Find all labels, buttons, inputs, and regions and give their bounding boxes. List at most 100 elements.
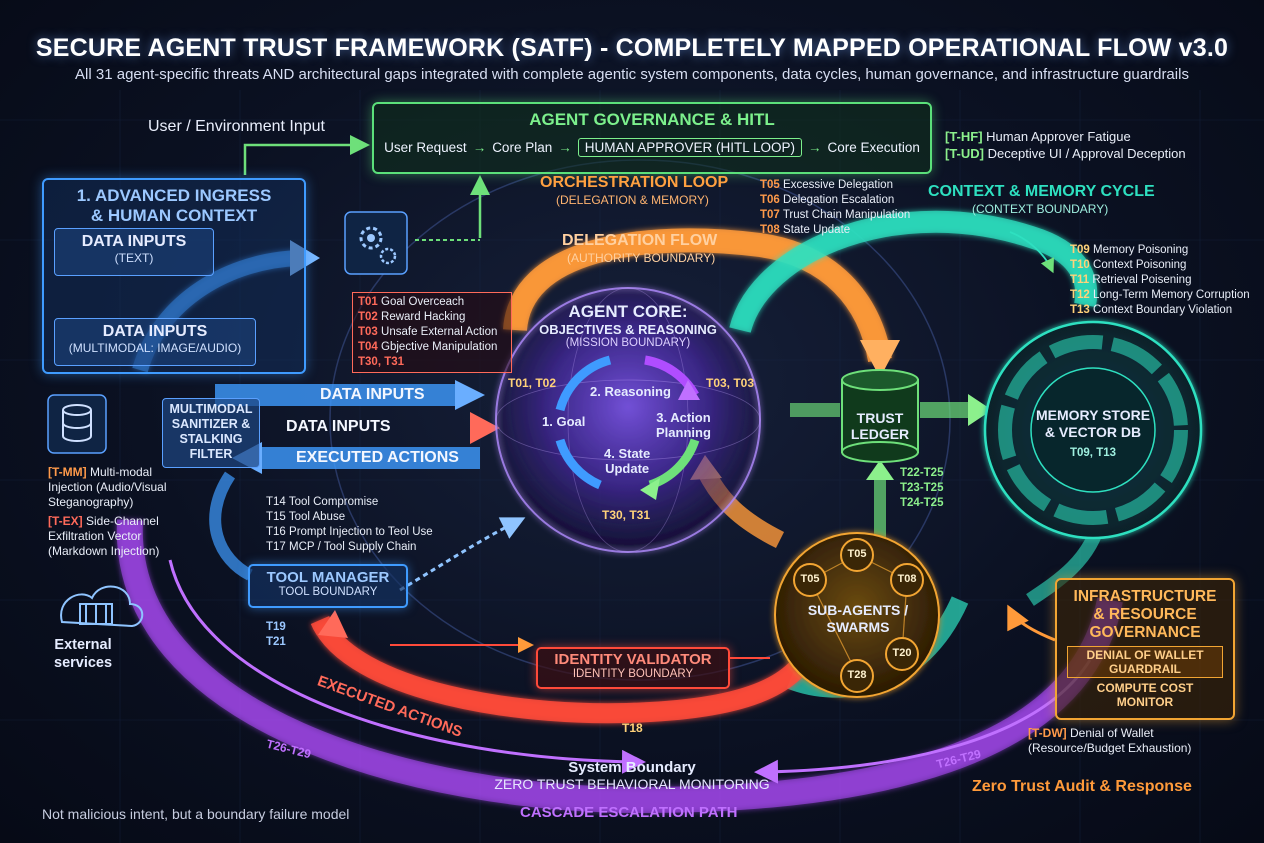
tool-tag: T19 — [266, 621, 286, 633]
agent-core-tag-bottom: T30, T31 — [602, 508, 651, 522]
tool-manager-box: TOOL MANAGER TOOL BOUNDARY — [248, 564, 408, 608]
ingress-title-1: 1. ADVANCED INGRESS — [76, 186, 272, 205]
threat-text: Unsafe External Action — [381, 326, 498, 338]
gear-box — [344, 211, 408, 275]
core-step-action-line: Planning — [656, 425, 711, 440]
governance-box: AGENT GOVERNANCE & HITL User Request → C… — [372, 102, 932, 174]
governance-step-core-plan: Core Plan — [492, 140, 553, 155]
system-boundary-sub: ZERO TRUST BEHAVIORAL MONITORING — [494, 776, 770, 792]
threat-text: (Resource/Budget Exhaustion) — [1028, 741, 1192, 755]
memory-store-ring — [983, 320, 1203, 540]
trust-ledger-line: TRUST — [856, 410, 904, 426]
flow-data-inputs-red: DATA INPUTS — [286, 418, 391, 435]
governance-title: AGENT GOVERNANCE & HITL — [529, 110, 775, 129]
agent-core-title-1: AGENT CORE: — [568, 302, 688, 321]
external-services-line: External — [54, 637, 112, 653]
sub-agents-line: SUB-AGENTS / — [807, 602, 909, 618]
delegation-sub: (AUTHORITY BOUNDARY) — [567, 251, 716, 265]
threat-code: T12 — [1070, 289, 1090, 301]
governance-threats: [T-HF] Human Approver Fatigue [T-UD] Dec… — [945, 128, 1186, 162]
threat-code: T14 — [266, 496, 286, 508]
data-inputs-text-box: DATA INPUTS (TEXT) — [54, 228, 214, 276]
sub-agent-node: T08 — [897, 573, 917, 585]
tool-manager-tags: T19 T21 — [266, 620, 286, 650]
governance-step-user-request: User Request — [384, 140, 467, 155]
memory-store-label: MEMORY STORE & VECTOR DB T09, T13 — [1031, 407, 1155, 462]
page-subtitle: All 31 agent-specific threats AND archit… — [75, 66, 1189, 83]
infra-title: & RESOURCE — [1093, 606, 1197, 623]
orchestration-threats: T05 Excessive Delegation T06 Delegation … — [760, 178, 910, 238]
agent-core-title-2: OBJECTIVES & REASONING — [539, 322, 717, 337]
trust-ledger-cylinder — [841, 369, 919, 463]
threat-code: T17 — [266, 541, 286, 553]
flow-data-inputs-blue: DATA INPUTS — [320, 386, 425, 403]
threat-text: MCP / Tool Supply Chain — [289, 541, 417, 553]
core-step-action-line: 3. Action — [656, 410, 711, 425]
delegation-title: DELEGATION FLOW — [562, 232, 718, 249]
core-step-action: 3. Action Planning — [656, 410, 711, 440]
flow-executed-actions: EXECUTED ACTIONS — [296, 449, 459, 466]
tool-tag: T21 — [266, 636, 286, 648]
guardrail-line: GUARDRAIL — [1109, 662, 1181, 676]
threat-text: Excessive Delegation — [783, 179, 893, 191]
sub-agent-node: T05 — [847, 548, 867, 560]
threat-code: T09 — [1070, 244, 1090, 256]
database-icon-graphic — [47, 394, 107, 454]
threat-text: Tool Compromise — [288, 496, 379, 508]
threat-text: Delegation Escalation — [783, 194, 895, 206]
ingress-threats: [T-MM] Multi-modal Injection (Audio/Visu… — [48, 465, 167, 559]
threat-code: T06 — [760, 194, 780, 206]
identity-tag: T18 — [622, 721, 643, 735]
core-step-goal: 1. Goal — [542, 414, 586, 429]
core-threats-box: T01 Goal Overceach T02 Reward Hacking T0… — [352, 292, 512, 373]
threat-code: [T-UD] — [945, 146, 984, 161]
monitor-line: MONITOR — [1116, 695, 1174, 709]
context-title: CONTEXT & MEMORY CYCLE — [928, 183, 1155, 200]
threat-text: Trust Chain Manipulation — [782, 209, 911, 221]
data-inputs-mm-title: DATA INPUTS — [102, 323, 208, 340]
infra-threat: [T-DW] Denial of Wallet (Resource/Budget… — [1028, 726, 1191, 756]
core-step-state: 4. State Update — [604, 446, 650, 476]
threat-code: T02 — [358, 311, 378, 323]
tool-threats: T14 Tool Compromise T15 Tool Abuse T16 P… — [266, 495, 433, 555]
trust-ledger-tag: T23-T25 — [900, 482, 944, 494]
threat-text: Human Approver Fatigue — [986, 129, 1131, 144]
trust-ledger-tags: T22-T25 T23-T25 T24-T25 — [900, 466, 943, 511]
orchestration-sub: (DELEGATION & MEMORY) — [556, 193, 709, 207]
threat-code: [T-EX] — [48, 514, 83, 528]
sanitizer-line: SANITIZER & — [171, 417, 251, 431]
threat-text: Prompt Injection to Teol Use — [289, 526, 433, 538]
arrow-right-icon: → — [558, 140, 572, 155]
orchestration-title: ORCHESTRATION LOOP — [540, 174, 729, 191]
memory-store-line: & VECTOR DB — [1044, 424, 1142, 440]
monitor-line: COMPUTE COST — [1096, 681, 1194, 695]
user-input-label: User / Environment Input — [148, 118, 325, 135]
governance-step-hitl: HUMAN APPROVER (HITL LOOP) — [577, 138, 803, 157]
infra-title: GOVERNANCE — [1089, 624, 1201, 641]
ingress-title-2: & HUMAN CONTEXT — [90, 206, 258, 225]
threat-code: T30, T31 — [358, 356, 405, 368]
threat-code: T15 — [266, 511, 286, 523]
identity-sub: IDENTITY BOUNDARY — [572, 668, 694, 680]
tool-manager-sub: TOOL BOUNDARY — [278, 586, 378, 598]
threat-text: Retrieval Poisening — [1092, 274, 1192, 286]
threat-text: Steganography) — [48, 495, 134, 509]
identity-validator-box: IDENTITY VALIDATOR IDENTITY BOUNDARY — [536, 647, 730, 689]
context-sub: (CONTEXT BOUNDARY) — [972, 202, 1109, 216]
threat-text: (Markdown Injection) — [48, 544, 160, 558]
threat-code: [T-DW] — [1028, 726, 1067, 740]
threat-text: Memory Poisoning — [1093, 244, 1189, 256]
sub-agent-node: T20 — [892, 647, 912, 659]
external-services-line: services — [54, 655, 113, 671]
agent-core-sub: (MISSION BOUNDARY) — [565, 337, 691, 349]
denial-of-wallet-guardrail: DENIAL OF WALLET GUARDRAIL — [1067, 646, 1223, 678]
threat-text: Tool Abuse — [288, 511, 346, 523]
context-threats: T09 Memory Poisoning T10 Context Poisoni… — [1070, 243, 1250, 318]
threat-code: T07 — [760, 209, 780, 221]
agent-core-label: AGENT CORE: OBJECTIVES & REASONING (MISS… — [518, 302, 738, 349]
footer-note: Not malicious intent, but a boundary fai… — [42, 806, 350, 822]
infrastructure-box: INFRASTRUCTURE & RESOURCE GOVERNANCE DEN… — [1055, 578, 1235, 720]
threat-code: T16 — [266, 526, 286, 538]
tool-manager-title: TOOL MANAGER — [266, 569, 390, 586]
